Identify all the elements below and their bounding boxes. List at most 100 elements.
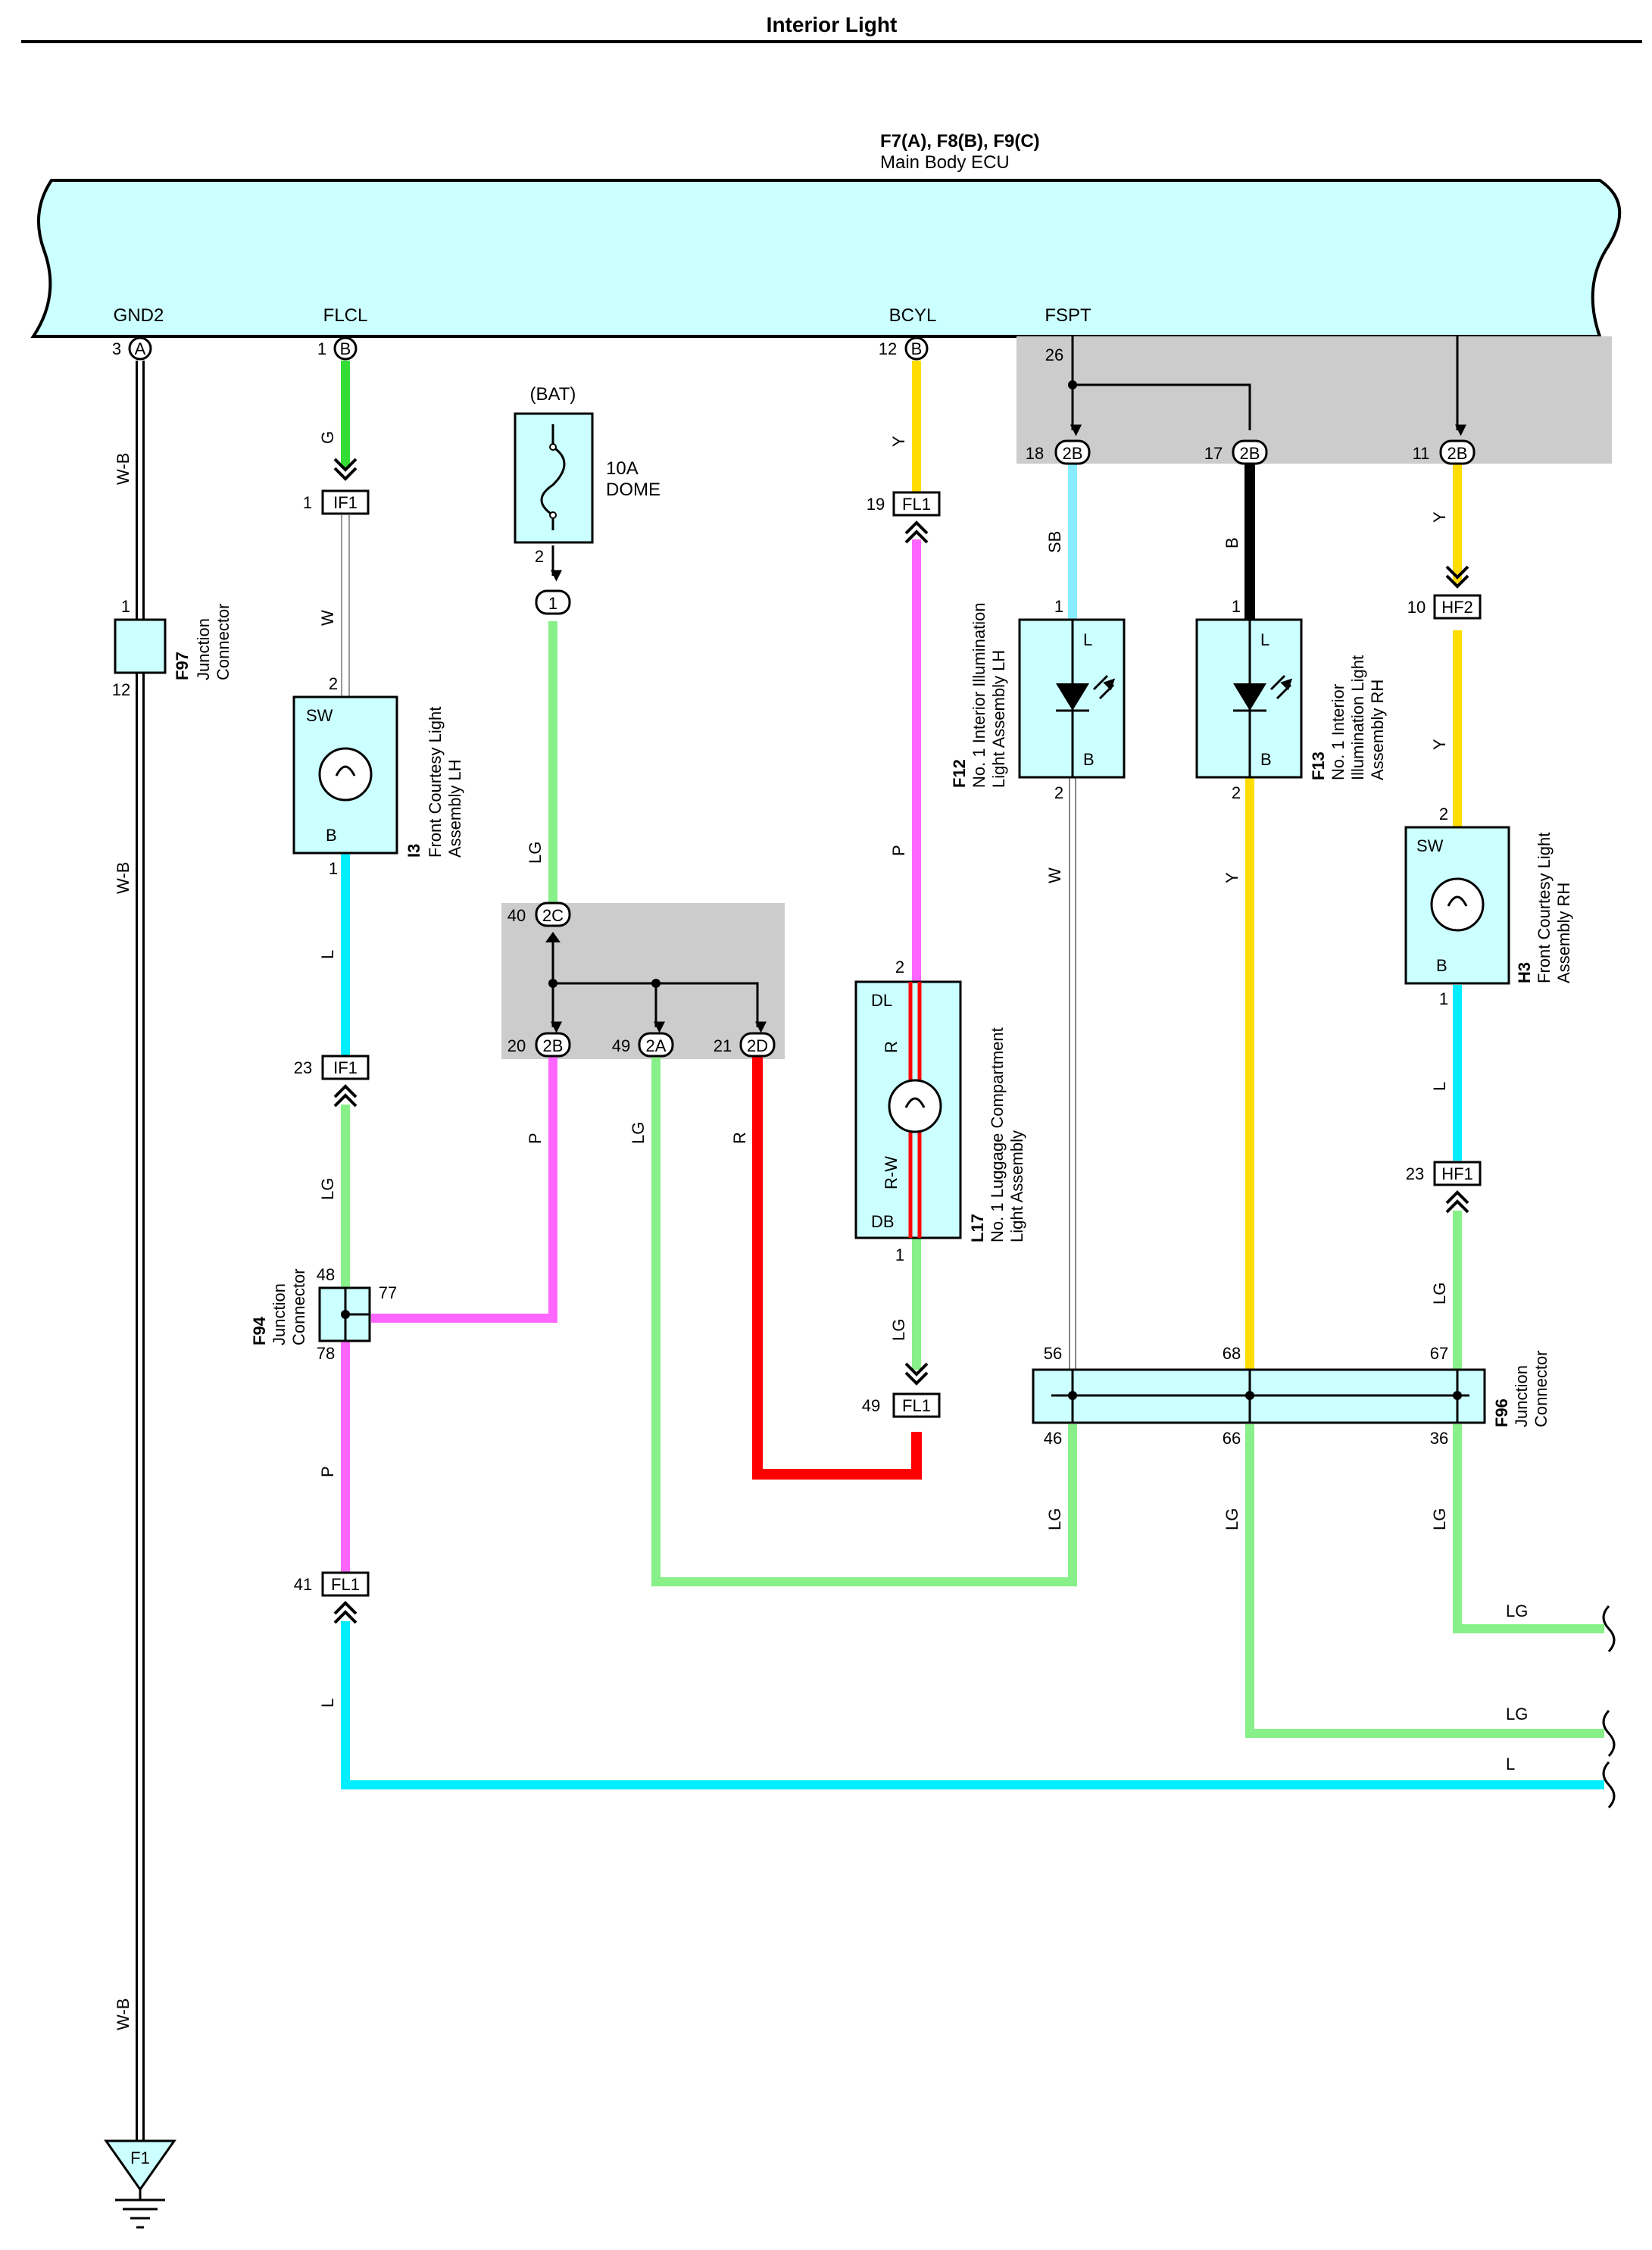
pin-49-fl1: 49 (862, 1396, 880, 1415)
h3-line2: Assembly RH (1554, 883, 1573, 983)
fspt-splice-dot (1068, 380, 1077, 389)
conn-2b-20: 2B 20 (507, 1032, 571, 1058)
ecu-terminal-flcl: FLCL (323, 305, 368, 326)
conn-hf2-label: HF2 (1441, 598, 1473, 617)
conn-if1-1: IF1 1 (303, 458, 370, 515)
wc-y-bcyl: Y (889, 436, 908, 447)
conn-hf1-label: HF1 (1441, 1164, 1473, 1183)
h3-line1: Front Courtesy Light (1535, 833, 1554, 983)
f96-line1: Junction (1512, 1365, 1531, 1427)
conn-fl1-label-49: FL1 (902, 1396, 931, 1415)
conn-fl1-label-19: FL1 (902, 495, 931, 514)
conn-2b-label-18: 2B (1063, 444, 1083, 463)
conn-b-label: B (340, 339, 351, 358)
wc-wb-3: W-B (114, 1998, 133, 2030)
i3-code: I3 (404, 844, 423, 858)
i3-sw: SW (306, 706, 333, 725)
l17-code: L17 (968, 1214, 987, 1242)
conn-2d-label: 2D (747, 1036, 768, 1055)
l17-pin-2: 2 (895, 958, 904, 977)
pin-11: 11 (1413, 444, 1430, 463)
conn-if1-label-1: IF1 (333, 493, 358, 512)
wc-lg-f96-66: LG (1223, 1508, 1241, 1530)
i3-pin-1: 1 (329, 859, 338, 878)
conn-2c-label: 2C (542, 906, 564, 925)
f97-code: F97 (173, 652, 192, 680)
wc-sb: SB (1045, 531, 1064, 553)
wc-lg-if1: LG (318, 1178, 337, 1200)
f13-line1: No. 1 Interior (1329, 684, 1348, 780)
f96-pin-56: 56 (1044, 1344, 1062, 1363)
wc-p-f94: P (318, 1466, 337, 1477)
l17-luggage-light: 2 DL DB R R-W 1 L17 No. 1 Luggage Compar… (854, 958, 1026, 1264)
f96-pin-67: 67 (1430, 1344, 1448, 1363)
wire-l-bottom (341, 1621, 1604, 1789)
ground-f1: F1 (104, 2139, 176, 2229)
wc-l-right: L (1506, 1755, 1515, 1773)
l17-dl: DL (871, 991, 892, 1010)
wc-w-i3: W (318, 610, 337, 626)
f97-pin-12: 12 (112, 680, 130, 699)
dome-splice-dot1 (548, 979, 557, 988)
f12-line1: No. 1 Interior Illumination (970, 602, 988, 788)
wire-lg-f96-66 (1245, 1424, 1604, 1738)
pin-40: 40 (507, 906, 526, 925)
ground-label: F1 (130, 2148, 150, 2167)
ecu-terminal-gnd2: GND2 (114, 305, 164, 326)
f94-junction-connector: 48 77 78 F94 Junction Connector (250, 1265, 397, 1363)
conn-hf2-10: HF2 10 (1407, 565, 1482, 620)
ecu-terminal-fspt: FSPT (1045, 305, 1091, 326)
f12-l: L (1083, 630, 1092, 649)
f97-line2: Connector (214, 603, 233, 680)
f96-code: F96 (1492, 1398, 1511, 1427)
conn-fl1-19: FL1 19 (867, 491, 941, 544)
conn-fl1-49: FL1 49 (862, 1362, 941, 1418)
f12-b: B (1083, 750, 1095, 769)
f96-line2: Connector (1532, 1350, 1551, 1427)
pin-3: 3 (112, 339, 121, 358)
pin-12: 12 (879, 339, 897, 358)
wc-lg-dome: LG (526, 842, 545, 864)
l17-rw: R-W (882, 1156, 901, 1189)
h3-sw: SW (1416, 836, 1444, 855)
conn-flcl-b: B 1 (317, 336, 358, 361)
f12-pin-2: 2 (1054, 783, 1063, 802)
conn-2a-label: 2A (646, 1036, 667, 1055)
l17-pin-1: 1 (895, 1245, 904, 1264)
f97-junction-connector: 1 12 F97 Junction Connector (112, 597, 233, 699)
conn-fl1-41: FL1 41 (294, 1571, 370, 1624)
f96-junction-connector: 56 68 67 46 66 36 F96 Junction Connector (1032, 1344, 1551, 1448)
conn-dome-1: 1 2 (535, 545, 571, 615)
conn-2b-11: 2B 11 (1413, 439, 1476, 465)
wire-lg-f96-36 (1453, 1424, 1604, 1633)
pin-23-hf1: 23 (1406, 1164, 1424, 1183)
conn-2c-40: 2C 40 (507, 902, 571, 942)
wc-p-2b: P (526, 1133, 545, 1144)
f12-interior-illumination-lh: 1 L B 2 F12 No. 1 Interior Illumination … (950, 597, 1126, 802)
conn-bcyl-b: B 12 (879, 336, 929, 361)
l17-r: R (882, 1041, 901, 1053)
conn-2b-17: 2B 17 (1204, 439, 1268, 465)
wc-lg-right-mid: LG (1506, 1705, 1528, 1723)
l17-db: DB (871, 1212, 895, 1231)
wc-lg-hf1: LG (1430, 1283, 1449, 1305)
dome-splice-dot2 (651, 979, 660, 988)
wc-b-f13: B (1223, 537, 1241, 548)
conn-2d-21: 2D 21 (714, 1032, 776, 1058)
i3-line2: Assembly LH (445, 759, 464, 858)
conn-b-label-bcyl: B (911, 339, 923, 358)
l17-line2: Light Assembly (1007, 1130, 1026, 1242)
ecu-ref: F7(A), F8(B), F9(C) (880, 131, 1040, 152)
fuse-dome: (BAT) 10A DOME (514, 384, 660, 544)
main-body-ecu (30, 179, 1622, 338)
pin-18: 18 (1026, 444, 1044, 463)
wc-y-right-1: Y (1430, 511, 1449, 523)
ecu-name: Main Body ECU (880, 152, 1010, 173)
wc-l-h3: L (1430, 1082, 1449, 1091)
fuse-source: (BAT) (530, 384, 576, 405)
conn-if1-23: IF1 23 (294, 1055, 370, 1108)
conn-2b-18: 2B 18 (1026, 439, 1091, 465)
f94-pin-78: 78 (317, 1344, 335, 1363)
fuse-rating: 10A (606, 458, 639, 479)
